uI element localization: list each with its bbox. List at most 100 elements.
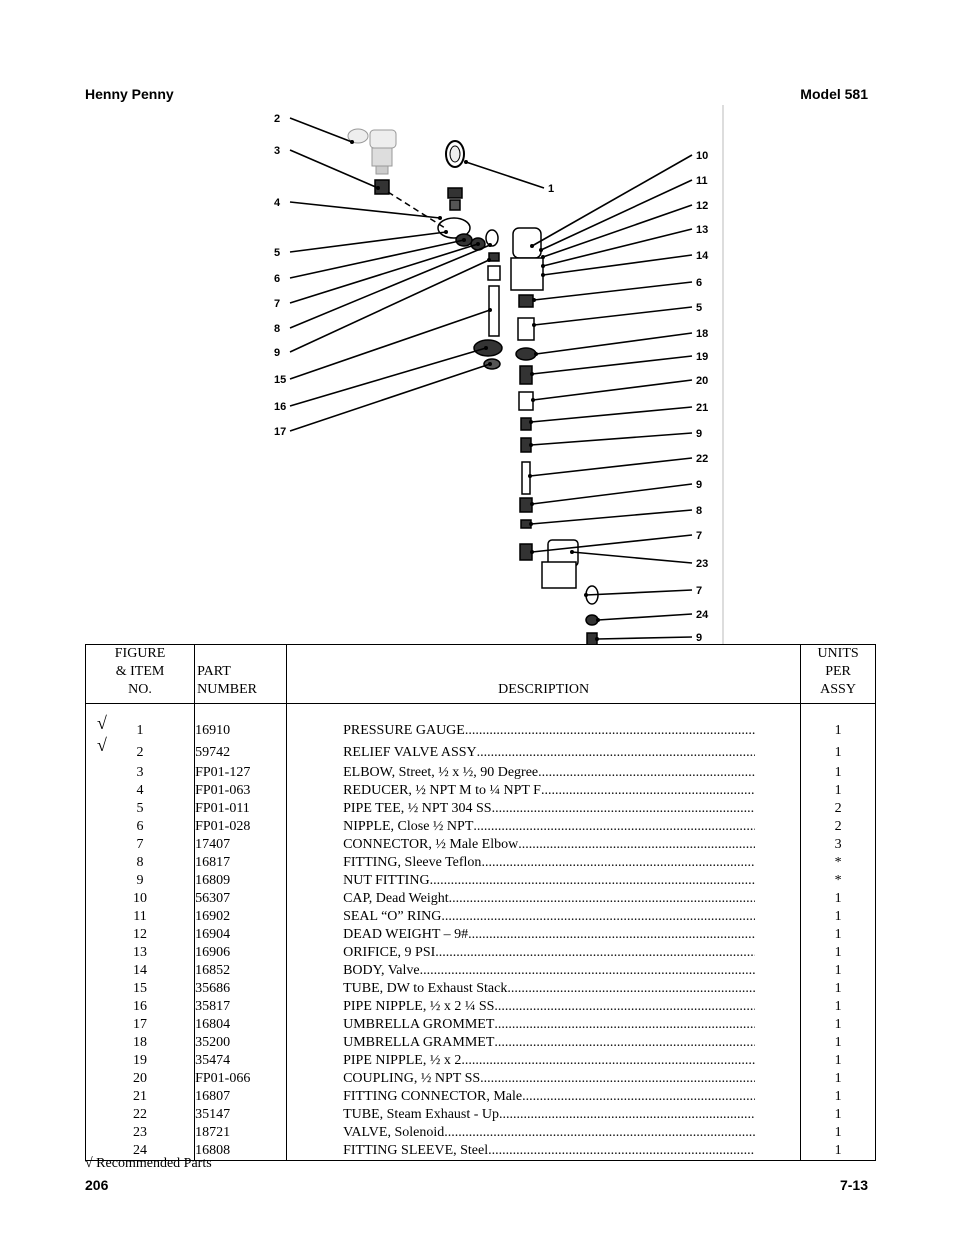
- dead-weight-valve-drawing: [510, 227, 544, 291]
- cell-units-per-assy: 2: [800, 818, 876, 836]
- item-number-text: 21: [133, 1089, 148, 1104]
- description-text: FITTING CONNECTOR, Male: [343, 1089, 523, 1104]
- dot-leader: [444, 1124, 755, 1142]
- leader-arrowhead: [529, 420, 533, 424]
- description-text: REDUCER, ½ NPT M to ¼ NPT F: [343, 783, 541, 798]
- leader-arrowhead: [532, 323, 536, 327]
- leader-arrowhead: [541, 273, 545, 277]
- item-number-text: 23: [133, 1125, 148, 1140]
- cell-description: NUT FITTING: [286, 872, 802, 890]
- callout-number: 7: [696, 585, 702, 597]
- header-line: FIGURE: [114, 646, 166, 661]
- leader-arrowhead: [534, 352, 538, 356]
- pressure-gauge-drawing: [445, 140, 465, 168]
- dot-leader: [538, 764, 755, 782]
- header-line: NUMBER: [197, 682, 257, 697]
- callout-number: 3: [274, 145, 280, 157]
- cell-units-per-assy: 1: [800, 764, 876, 782]
- callout-number: 18: [696, 328, 708, 340]
- leader-line: [530, 509, 693, 525]
- leader-line: [289, 347, 487, 407]
- cell-description: UMBRELLA GRAMMET: [286, 1034, 802, 1052]
- cell-description: SEAL “O” RING: [286, 908, 802, 926]
- leader-line: [530, 406, 693, 423]
- cell-part-number: 16809: [194, 872, 288, 890]
- cell-part-number: FP01-063: [194, 782, 288, 800]
- fittings-right-column: [515, 294, 599, 645]
- dot-leader: [488, 1142, 755, 1160]
- callout-number: 10: [696, 150, 708, 162]
- item-number-text: 11: [133, 909, 147, 924]
- cell-part-number: 56307: [194, 890, 288, 908]
- cell-description: VALVE, Solenoid: [286, 1124, 802, 1142]
- description-text: TUBE, DW to Exhaust Stack: [343, 981, 508, 996]
- leader-line: [529, 457, 693, 477]
- leader-arrowhead: [539, 248, 543, 252]
- table-header-row: FIGURE & ITEM NO. PART NUMBER DESCRIPTIO…: [84, 644, 876, 704]
- item-number-text: 8: [136, 855, 144, 870]
- cell-item-number: 3: [84, 764, 196, 782]
- cell-units-per-assy: 1: [800, 782, 876, 800]
- cell-item-number: 12: [84, 926, 196, 944]
- cell-description: PRESSURE GAUGE: [286, 720, 802, 742]
- cell-description: BODY, Valve: [286, 962, 802, 980]
- cell-part-number: 17407: [194, 836, 288, 854]
- item-number-text: 9: [136, 873, 144, 888]
- cell-units-per-assy: 1: [800, 926, 876, 944]
- header-line: NO.: [128, 682, 152, 697]
- item-number-text: 4: [136, 783, 144, 798]
- callout-number: 19: [696, 351, 708, 363]
- cell-item-number: 9: [84, 872, 196, 890]
- leader-line: [542, 254, 693, 276]
- cell-units-per-assy: 1: [800, 1088, 876, 1106]
- leader-arrowhead: [532, 298, 536, 302]
- cell-item-number: 14: [84, 962, 196, 980]
- callout-number: 9: [274, 347, 280, 359]
- callout-number: 4: [274, 197, 281, 209]
- callout-number: 13: [696, 224, 708, 236]
- description-text: DEAD WEIGHT – 9#: [343, 927, 469, 942]
- item-number-text: 2: [136, 745, 144, 760]
- cell-part-number: 16910: [194, 720, 288, 742]
- description-text: FITTING SLEEVE, Steel: [343, 1143, 489, 1158]
- cell-item-number: √1: [84, 714, 196, 742]
- item-number-text: 15: [133, 981, 148, 996]
- cell-units-per-assy: 1: [800, 962, 876, 980]
- cell-part-number: 59742: [194, 742, 288, 764]
- leader-arrowhead: [595, 637, 599, 641]
- item-number-text: 16: [133, 999, 148, 1014]
- item-number-text: 19: [133, 1053, 148, 1068]
- leader-line: [289, 259, 490, 353]
- diagram-svg: 2345678915161710111213146518192021922987…: [274, 105, 724, 645]
- description-text: TUBE, Steam Exhaust - Up: [343, 1107, 500, 1122]
- dot-leader: [420, 962, 756, 980]
- header-line: & ITEM: [115, 664, 165, 679]
- table-spacer-row: [84, 703, 876, 720]
- description-text: UMBRELLA GROMMET: [343, 1017, 495, 1032]
- col-header-part-number: PART NUMBER: [194, 644, 288, 704]
- cell-description: ORIFICE, 9 PSI: [286, 944, 802, 962]
- description-text: SEAL “O” RING: [343, 909, 442, 924]
- description-text: UMBRELLA GRAMMET: [343, 1035, 495, 1050]
- header-line: PER: [825, 664, 851, 679]
- cell-item-number: √2: [84, 736, 196, 764]
- header-model: Model 581: [800, 86, 868, 102]
- leader-line: [465, 161, 545, 189]
- item-number-text: 3: [136, 765, 144, 780]
- callout-number: 20: [696, 375, 708, 387]
- dot-leader: [494, 1016, 755, 1034]
- cell-units-per-assy: 1: [800, 742, 876, 764]
- callout-number: 14: [696, 250, 709, 262]
- leader-arrowhead: [528, 474, 532, 478]
- callout-labels: 2345678915161710111213146518192021922987…: [274, 113, 709, 644]
- leader-arrowhead: [488, 243, 492, 247]
- cell-item-number: 19: [84, 1052, 196, 1070]
